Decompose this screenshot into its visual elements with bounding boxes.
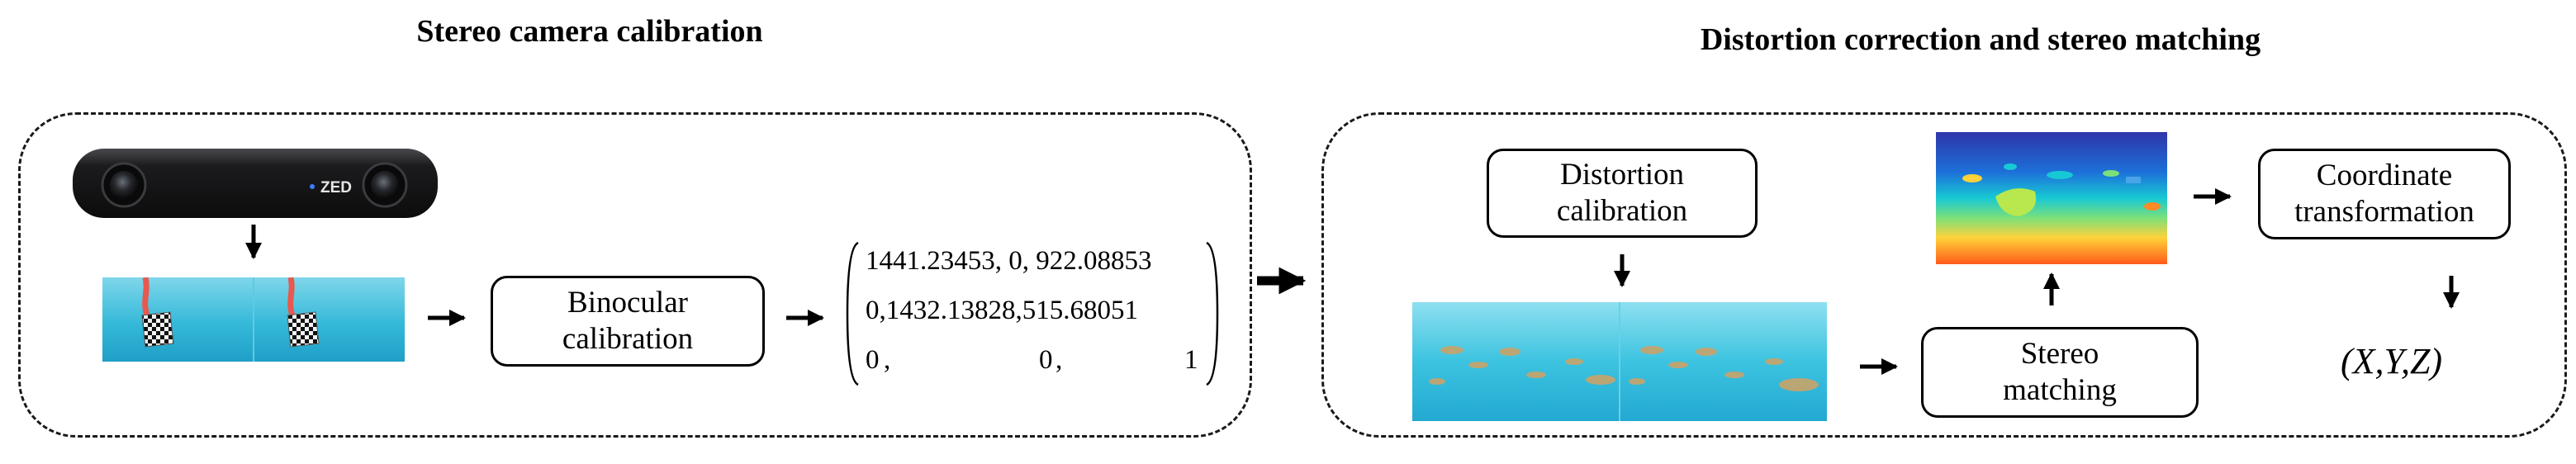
camera-brand-label: ZED bbox=[320, 179, 352, 196]
distortion-calibration-node: Distortion calibration bbox=[1487, 149, 1758, 238]
coordinate-line-1: Coordinate bbox=[2316, 158, 2453, 192]
zed-camera-image: ZED bbox=[73, 149, 438, 218]
stereo-matching-node: Stereo matching bbox=[1921, 327, 2199, 418]
fish-stereo-image bbox=[1412, 302, 1827, 421]
matrix-right-bracket bbox=[1206, 241, 1219, 386]
calibration-panel bbox=[18, 112, 1252, 438]
distortion-line-1: Distortion bbox=[1559, 157, 1685, 192]
checkerboard-stereo-image bbox=[102, 277, 405, 362]
stereo-calibration-title: Stereo camera calibration bbox=[416, 14, 763, 49]
binocular-line-1: Binocular bbox=[567, 285, 688, 320]
matrix-row-2: 0,1432.13828,515.68051 bbox=[866, 296, 1138, 325]
depth-map-image bbox=[1936, 132, 2167, 264]
binocular-line-2: calibration bbox=[562, 322, 694, 356]
matching-panel bbox=[1321, 112, 2567, 438]
stereo-line-1: Stereo bbox=[2020, 336, 2099, 371]
distortion-matching-title: Distortion correction and stereo matchin… bbox=[1700, 22, 2261, 57]
distortion-line-2: calibration bbox=[1556, 194, 1688, 228]
stereo-line-2: matching bbox=[2003, 373, 2117, 407]
coordinate-line-2: transformation bbox=[2294, 195, 2474, 229]
calibration-matrix: 1441.23453, 0, 922.08853 0,1432.13828,51… bbox=[844, 239, 1221, 388]
xyz-coordinates: (X,Y,Z) bbox=[2341, 341, 2443, 381]
matrix-left-bracket bbox=[846, 241, 859, 386]
matrix-row-1: 1441.23453, 0, 922.08853 bbox=[866, 246, 1152, 276]
binocular-calibration-node: Binocular calibration bbox=[491, 276, 765, 367]
coordinate-transformation-node: Coordinate transformation bbox=[2258, 149, 2511, 239]
